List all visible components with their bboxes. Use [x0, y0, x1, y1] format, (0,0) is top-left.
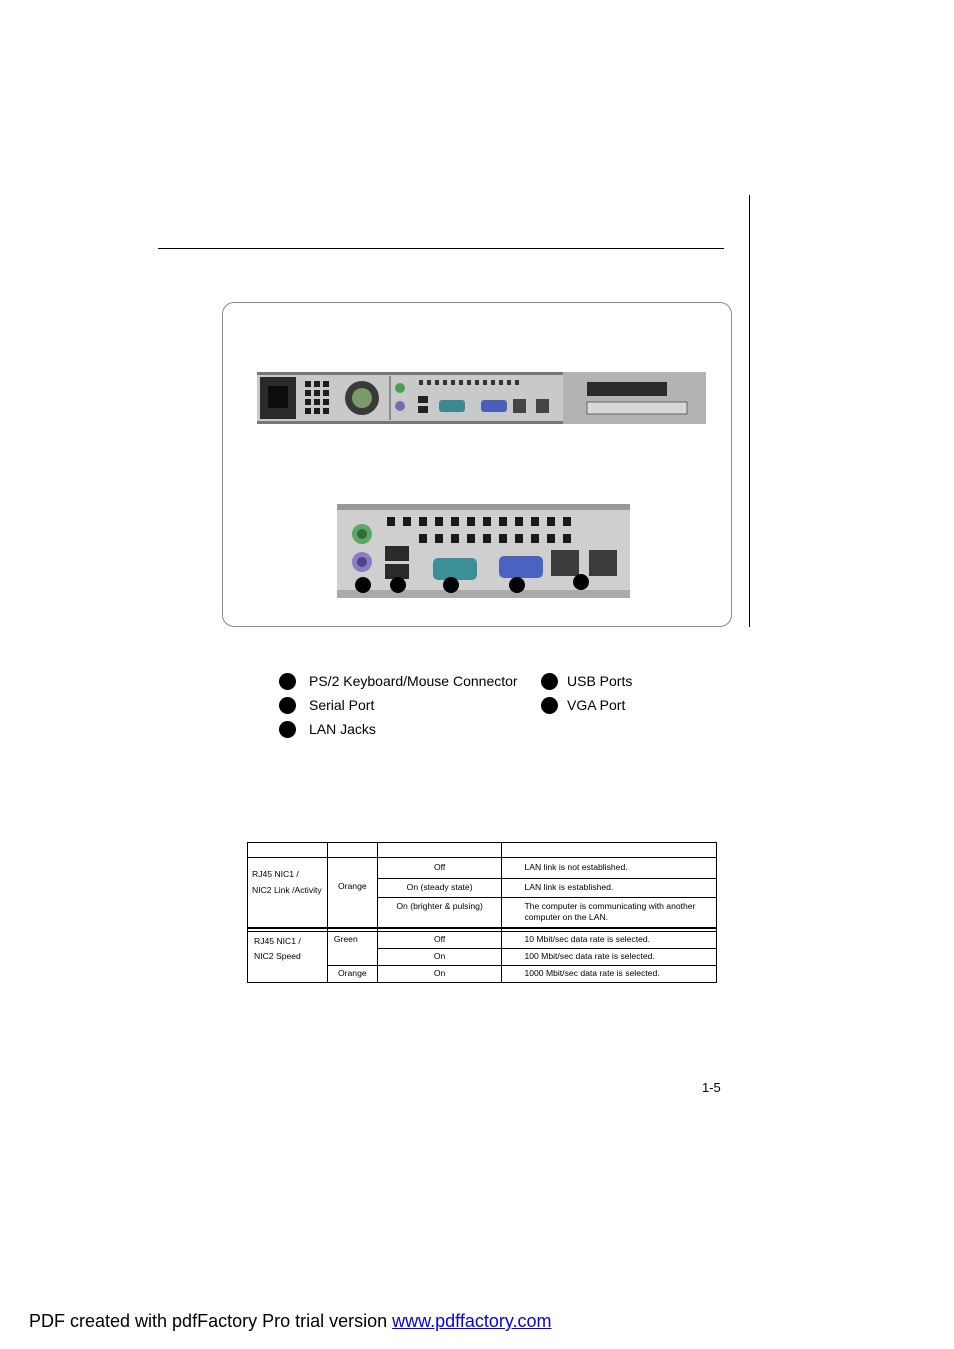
io-panel-zoom-photo [337, 504, 630, 598]
figure-frame [222, 302, 732, 627]
legend-label: VGA Port [567, 697, 626, 713]
legend-item: USB Ports [541, 671, 632, 691]
legend-label: LAN Jacks [309, 721, 376, 737]
legend-bullet [279, 696, 296, 714]
led-desc-cell: 1000 Mbit/sec data rate is selected. [501, 965, 717, 983]
led-desc-cell: LAN link is established. [501, 878, 717, 898]
page-number: 1-5 [702, 1080, 721, 1095]
header-cell [247, 842, 328, 858]
led-desc-cell: The computer is communicating with anoth… [501, 897, 717, 929]
legend-label: USB Ports [567, 673, 633, 689]
header-cell [501, 842, 717, 858]
legend-item: PS/2 Keyboard/Mouse Connector [279, 671, 518, 691]
rear-panel-photo [257, 372, 706, 424]
table-row: Orange On 1000 Mbit/sec data rate is sel… [248, 965, 717, 983]
table-row: On (steady state) LAN link is establishe… [248, 878, 717, 898]
legend-bullet [279, 672, 296, 690]
led-desc-cell: LAN link is not established. [501, 857, 717, 879]
led-desc-cell: 10 Mbit/sec data rate is selected. [501, 931, 717, 949]
table-row: RJ45 NIC1 / NIC2 Link /Activity Orange O… [247, 857, 717, 929]
led-state-cell: On (steady state) [376, 878, 503, 898]
led-color-cell: Orange [326, 965, 378, 983]
led-state-cell: On (brighter & pulsing) [376, 897, 503, 929]
legend-item: Serial Port [279, 695, 374, 715]
table-row: RJ45 NIC1 / NIC2 Speed Green Off 10 Mbit… [247, 931, 717, 983]
header-cell [326, 842, 378, 858]
legend-bullet [541, 672, 558, 690]
legend-bullet [541, 696, 558, 714]
pdf-footer: PDF created with pdfFactory Pro trial ve… [29, 1311, 552, 1332]
led-name-line: NIC2 Link /Activity [252, 885, 322, 895]
led-name-cell: RJ45 NIC1 / NIC2 Link /Activity [247, 857, 328, 929]
led-color-cell: Orange [326, 857, 378, 929]
legend-item: VGA Port [541, 695, 625, 715]
led-name-cell: RJ45 NIC1 / NIC2 Speed [247, 931, 328, 983]
led-desc-cell: 100 Mbit/sec data rate is selected. [501, 948, 717, 966]
led-name-line: NIC2 Speed [254, 951, 301, 961]
led-name-line: RJ45 NIC1 / [254, 936, 301, 946]
led-state-cell: Off [376, 931, 503, 949]
legend-item: LAN Jacks [279, 719, 376, 739]
header-rule [158, 248, 724, 249]
led-state-cell: On [376, 965, 503, 983]
footer-text: PDF created with pdfFactory Pro trial ve… [29, 1311, 393, 1331]
table-header-row [247, 842, 717, 858]
header-cell [376, 842, 503, 858]
legend-bullet [279, 720, 296, 738]
led-state-cell: Off [376, 857, 503, 879]
legend-label: PS/2 Keyboard/Mouse Connector [309, 673, 518, 689]
led-status-table: RJ45 NIC1 / NIC2 Link /Activity Orange O… [247, 842, 717, 983]
table-row: On (brighter & pulsing) The computer is … [248, 897, 717, 929]
footer-link[interactable]: www.pdffactory.com [392, 1311, 552, 1331]
legend-label: Serial Port [309, 697, 375, 713]
led-name-line: RJ45 NIC1 / [252, 869, 299, 879]
margin-rule [749, 195, 750, 627]
led-state-cell: On [376, 948, 503, 966]
led-color-cell: Green [326, 931, 378, 966]
